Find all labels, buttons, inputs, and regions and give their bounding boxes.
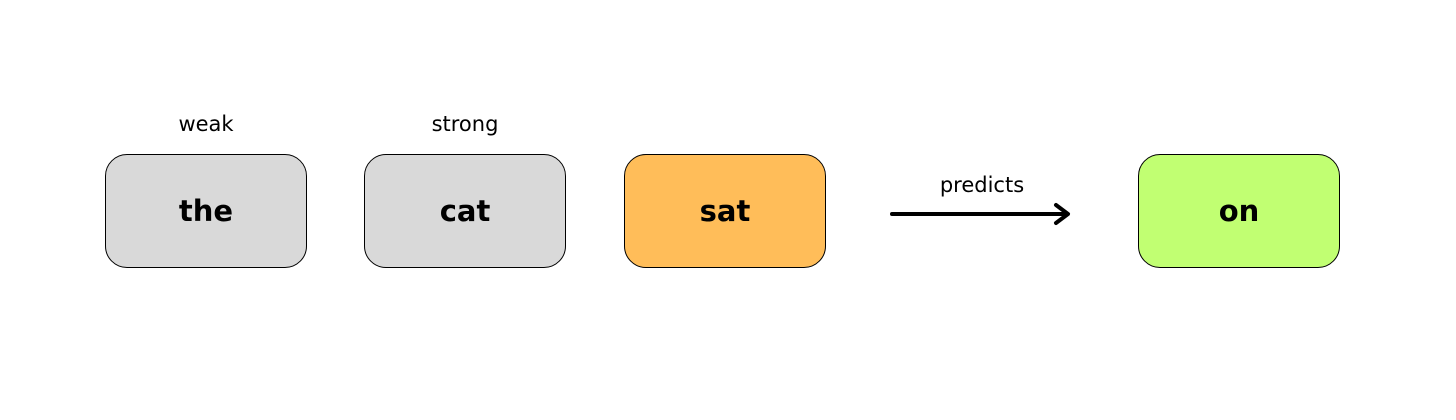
weight-label-weak: weak <box>178 112 234 136</box>
token-box-on: on <box>1138 154 1340 268</box>
token-box-cat: cat <box>364 154 566 268</box>
arrow-right-icon <box>890 203 1070 225</box>
predicts-label: predicts <box>939 173 1025 197</box>
weight-label-strong: strong <box>431 112 499 136</box>
token-text: the <box>178 194 234 228</box>
token-box-the: the <box>105 154 307 268</box>
token-text: sat <box>699 194 751 228</box>
token-text: on <box>1218 194 1260 228</box>
token-text: cat <box>439 194 491 228</box>
token-box-sat: sat <box>624 154 826 268</box>
